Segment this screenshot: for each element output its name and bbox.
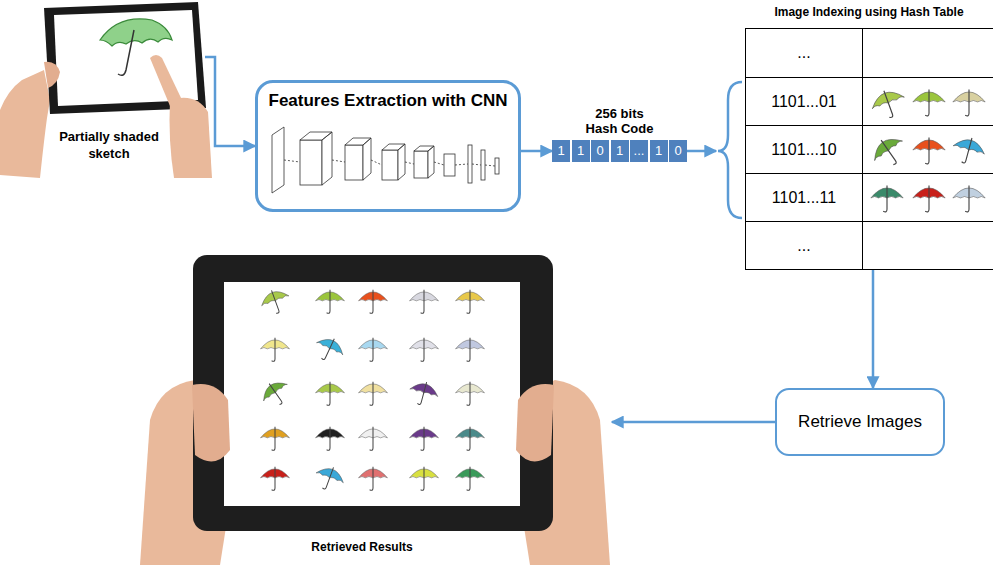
table-cell: ... [746, 29, 993, 77]
right-hand [170, 98, 213, 178]
umbrella-thumbnail [410, 290, 439, 314]
table-title: Image Indexing using Hash Table [745, 4, 993, 20]
sketch-tablet-illustration [0, 2, 212, 178]
flow-arrow [521, 150, 552, 153]
conv-layer [345, 138, 371, 180]
result-thumbnails [257, 285, 484, 494]
hash-bit: 1 [611, 140, 629, 162]
tablet-bezel [44, 2, 206, 114]
umbrella-thumbnail [258, 285, 293, 317]
umbrella-thumbnail [456, 338, 485, 362]
umbrella-thumbnail [312, 462, 347, 494]
conv-layer [414, 146, 434, 178]
umbrella-thumbnail [359, 427, 388, 451]
left-hand [0, 70, 50, 178]
umbrella-thumbnail [311, 333, 347, 367]
umbrella-sketch-handle [118, 30, 134, 75]
tablet-bezel [193, 255, 553, 531]
umbrella-thumbnail [316, 290, 345, 314]
curly-bracket [718, 82, 742, 218]
image-caption: Partially shaded sketch [53, 128, 165, 162]
results-tablet-illustration [140, 255, 610, 565]
bit-value: 1 [611, 140, 629, 162]
hash-table: Image Indexing using Hash Table...1101..… [745, 28, 993, 270]
dense-layer [468, 145, 472, 183]
bit-value: 1 [552, 140, 570, 162]
dense-layer [481, 150, 485, 180]
left-thumb [44, 62, 60, 88]
right-thumb [516, 384, 554, 461]
hash-code-strip: 256 bits Hash Code1101...10 [552, 140, 687, 162]
results-tablet: Retrieved Results [135, 255, 612, 562]
layer-links [284, 160, 495, 166]
conv-layer [414, 151, 428, 178]
umbrella-thumbnail [456, 290, 485, 314]
umbrella-thumbnail [456, 427, 485, 451]
bit-value: 1 [572, 140, 590, 162]
bit-value: 1 [650, 140, 668, 162]
umbrella-thumbnail [410, 467, 439, 491]
tablet-screen [224, 282, 520, 506]
tablet-screen [54, 10, 198, 106]
input-layer [272, 127, 284, 193]
umbrella-thumbnail [359, 382, 388, 406]
left-thumb [192, 384, 230, 461]
bit-value: 0 [591, 140, 609, 162]
process-box: Retrieve Images [775, 388, 945, 456]
table-cell: 1101...10 [746, 125, 993, 173]
conv-layer [345, 145, 363, 180]
hash-bit: 1 [572, 140, 590, 162]
flow-arrow [205, 57, 255, 146]
conv-layer [382, 144, 405, 180]
bit-value: 0 [669, 140, 687, 162]
image-caption: Retrieved Results [297, 539, 427, 555]
bit-value: ... [630, 140, 648, 162]
umbrella-thumbnail [316, 382, 345, 406]
umbrella-thumbnail [316, 427, 345, 451]
conv-layer [300, 140, 322, 185]
umbrella-thumbnail [456, 382, 485, 406]
umbrella-thumbnail [359, 467, 388, 491]
table-cell: 1101...01 [746, 77, 993, 125]
umbrella-thumbnail [407, 378, 441, 408]
umbrella-thumbnail [410, 338, 439, 362]
umbrella-thumbnail [261, 467, 290, 491]
pool-layer [444, 154, 455, 176]
table-cell: ... [746, 221, 993, 269]
umbrella-thumbnail [359, 290, 388, 314]
umbrella-thumbnail [261, 427, 290, 451]
umbrella-thumbnail [359, 338, 388, 362]
hash-bit: 1 [650, 140, 668, 162]
table-cell: 1101...11 [746, 173, 993, 221]
conv-layer [300, 132, 332, 185]
cnn-schematic [272, 127, 499, 193]
flow-arrow [612, 421, 775, 424]
hash-bit: 0 [591, 140, 609, 162]
umbrella-thumbnail [261, 338, 290, 362]
box-label: Retrieve Images [777, 390, 943, 454]
flow-arrow [872, 270, 875, 388]
dense-layer [495, 158, 499, 174]
umbrella-thumbnail [410, 427, 439, 451]
flow-arrow [687, 150, 716, 153]
hash-bit: 0 [669, 140, 687, 162]
box-title: Features Extraction with CNN [258, 91, 518, 111]
hash-bit: 1 [552, 140, 570, 162]
sketch-tablet: Partially shaded sketch [5, 0, 205, 178]
umbrella-thumbnail [456, 467, 485, 491]
hash-code-heading: 256 bits Hash Code [582, 106, 657, 136]
conv-layer [382, 150, 398, 180]
umbrella-sketch [100, 19, 172, 46]
umbrella-thumbnail [257, 375, 294, 411]
hash-bit: ... [630, 140, 648, 162]
process-box: Features Extraction with CNN [255, 80, 521, 212]
